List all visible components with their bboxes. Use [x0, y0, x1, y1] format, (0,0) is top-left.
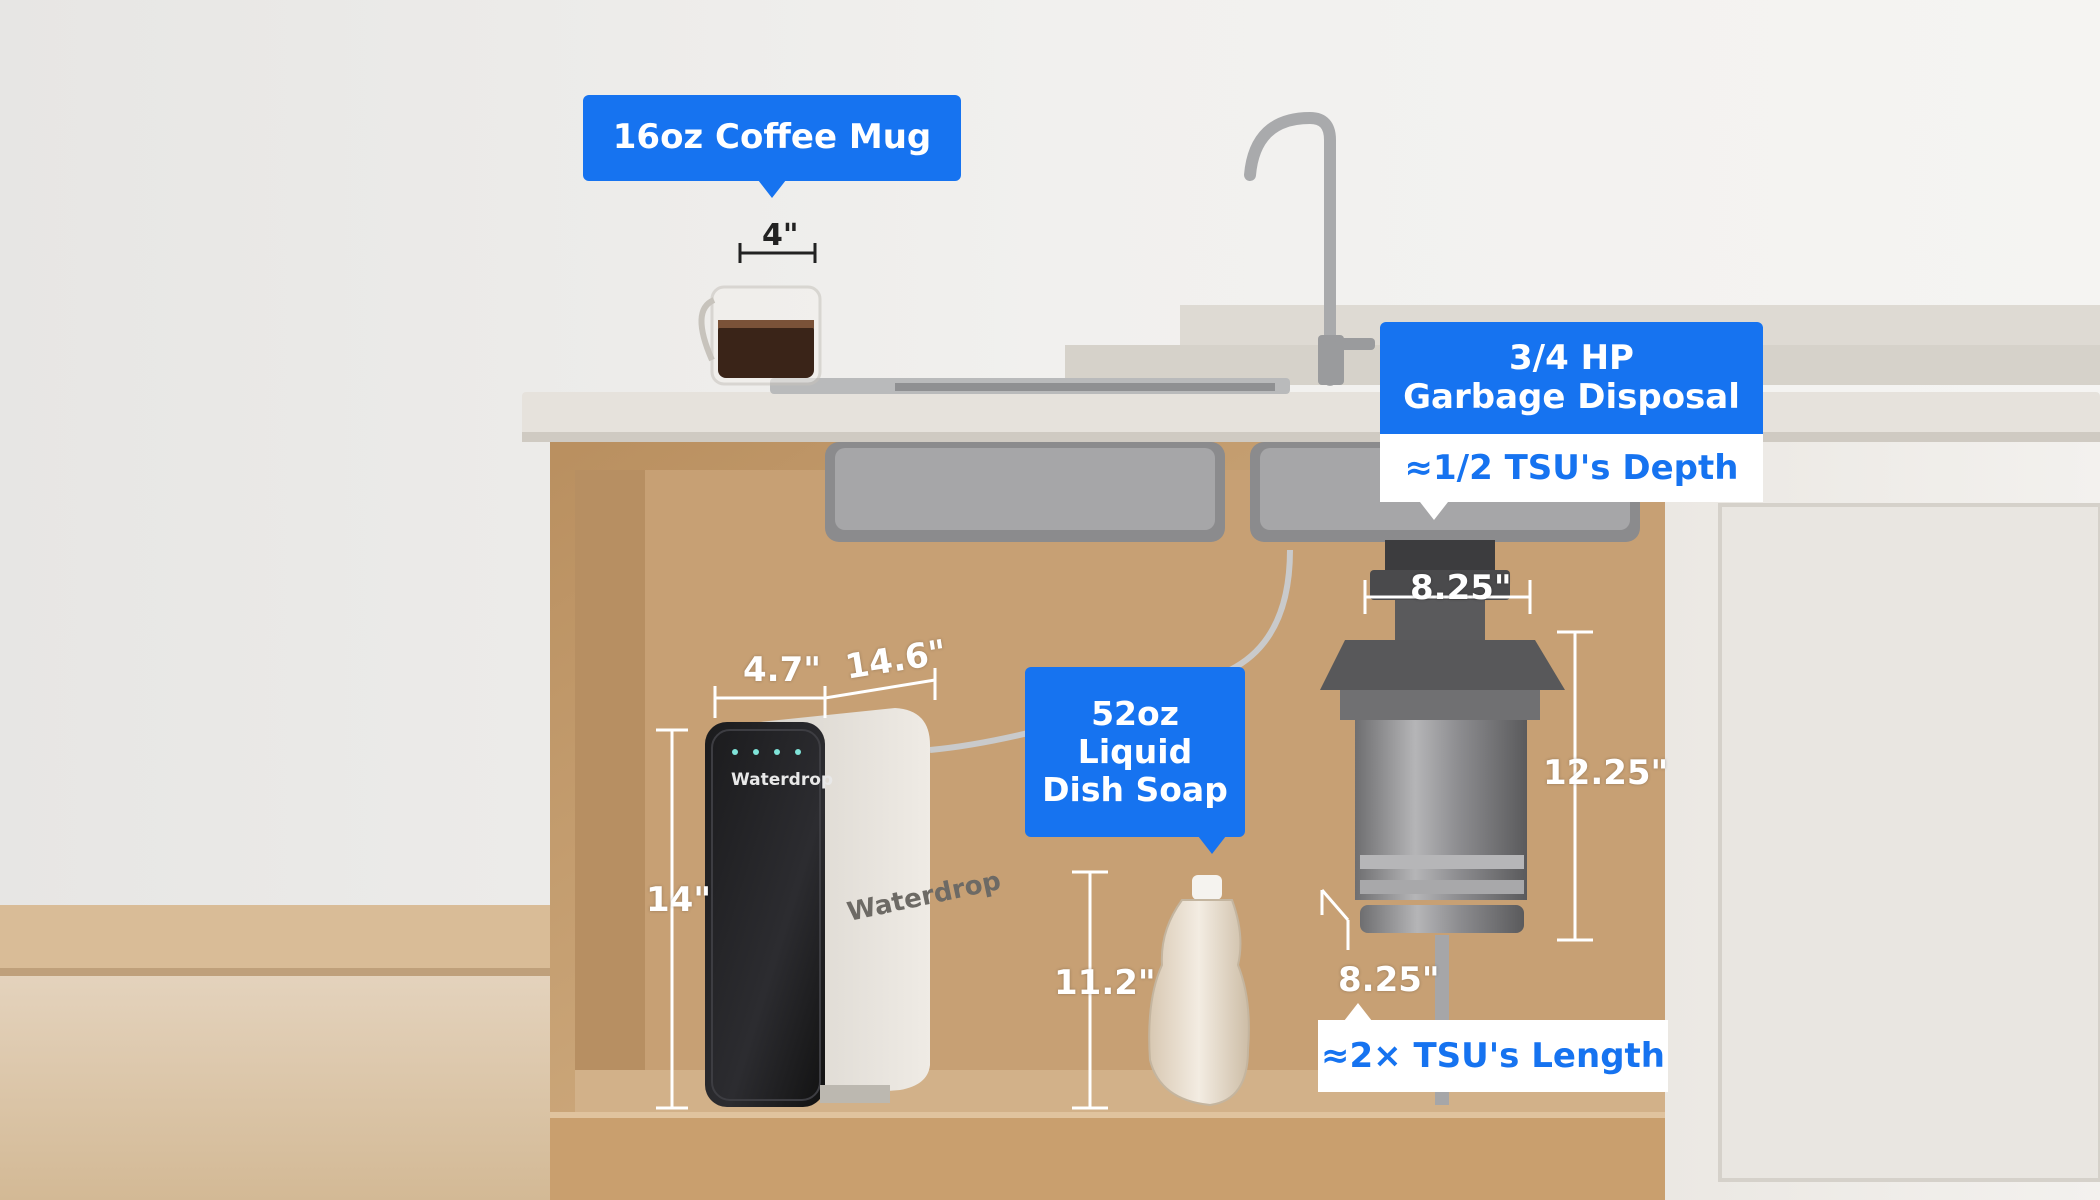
- soap-height-label: 11.2": [1054, 963, 1156, 1003]
- depth-note-label: ≈1/2 TSU's Depth: [1404, 448, 1739, 488]
- disposal-height-label: 12.25": [1543, 753, 1669, 793]
- mug-callout: 16oz Coffee Mug: [583, 95, 961, 181]
- length-note-pointer: [1344, 1003, 1372, 1021]
- depth-note-pointer: [1420, 502, 1448, 520]
- mug-width-label: 4": [762, 218, 799, 253]
- tsu-width-label: 4.7": [743, 650, 821, 690]
- mug-callout-label: 16oz Coffee Mug: [612, 117, 932, 158]
- disposal-callout-line1: 3/4 HP: [1509, 337, 1634, 378]
- soap-callout-line2: Liquid: [1077, 732, 1193, 772]
- tsu-height-label: 14": [646, 880, 712, 920]
- length-note-label: ≈2× TSU's Length: [1321, 1036, 1665, 1076]
- mug-callout-pointer: [758, 180, 786, 198]
- soap-callout: 52oz Liquid Dish Soap: [1025, 667, 1245, 837]
- disposal-callout: 3/4 HP Garbage Disposal: [1380, 322, 1763, 434]
- tsu-front-brand: Waterdrop: [731, 770, 834, 790]
- disposal-top-width-label: 8.25": [1410, 568, 1512, 608]
- soap-callout-line1: 52oz: [1091, 694, 1179, 734]
- length-note: ≈2× TSU's Length: [1318, 1020, 1668, 1092]
- soap-callout-pointer: [1198, 836, 1226, 854]
- depth-note: ≈1/2 TSU's Depth: [1380, 434, 1763, 502]
- disposal-callout-line2: Garbage Disposal: [1403, 377, 1740, 417]
- disposal-bottom-width-label: 8.25": [1338, 960, 1440, 1000]
- soap-callout-line3: Dish Soap: [1042, 769, 1228, 809]
